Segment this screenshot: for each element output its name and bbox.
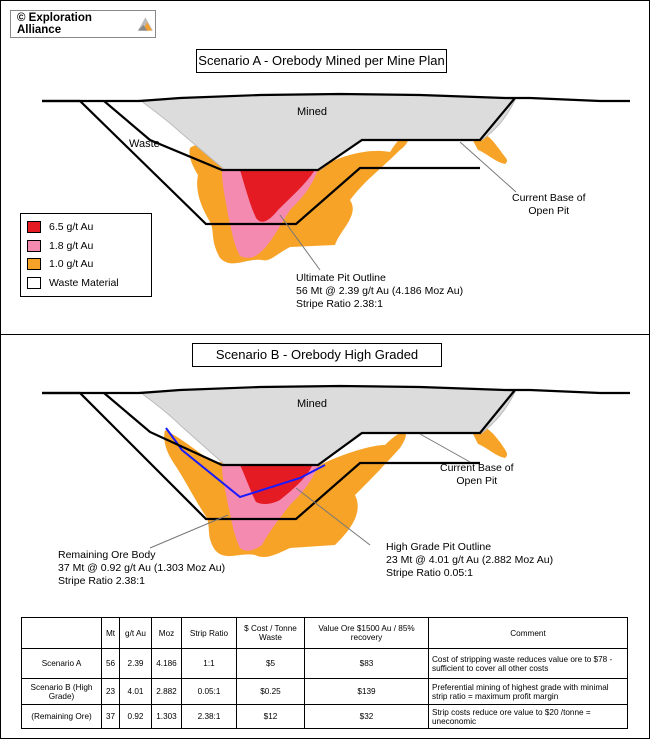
- legend-swatch: [27, 258, 41, 271]
- table-header: [21, 617, 102, 649]
- scenario-b-title: Scenario B - Orebody High Graded: [192, 343, 442, 367]
- current-pit-surface-a: [42, 92, 630, 103]
- table-header: Strip Ratio: [181, 617, 237, 649]
- legend-swatch: [27, 239, 41, 252]
- current-pit-surface-b: [42, 384, 630, 395]
- section-divider: [0, 334, 650, 335]
- table-header: $ Cost / Tonne Waste: [236, 617, 305, 649]
- waste-label-a: Waste: [129, 138, 160, 150]
- table-header: Mt: [101, 617, 120, 649]
- mined-label-b: Mined: [297, 398, 327, 410]
- pit-outline-label-a: Ultimate Pit Outline 56 Mt @ 2.39 g/t Au…: [296, 272, 464, 310]
- legend-swatch: [27, 276, 41, 289]
- table-header: g/t Au: [119, 617, 152, 649]
- legend-item: Waste Material: [27, 274, 145, 293]
- high-grade-pit-outline-b: [165, 427, 326, 499]
- legend-item: 1.8 g/t Au: [27, 237, 145, 256]
- high-grade-label-b: High Grade Pit Outline 23 Mt @ 4.01 g/t …: [386, 541, 554, 579]
- legend-item: 1.0 g/t Au: [27, 255, 145, 274]
- table-header: Value Ore $1500 Au / 85% recovery: [304, 617, 429, 649]
- ore-high-grade-b: [240, 465, 312, 505]
- legend-swatch: [27, 221, 41, 234]
- mined-label-a: Mined: [297, 106, 327, 118]
- scenario-a-title: Scenario A - Orebody Mined per Mine Plan: [196, 49, 447, 73]
- table-header: Moz: [151, 617, 182, 649]
- remaining-ore-label-b: Remaining Ore Body 37 Mt @ 0.92 g/t Au (…: [58, 549, 226, 587]
- ore-high-grade-a: [240, 170, 315, 222]
- current-base-line-b: [103, 389, 516, 467]
- summary-table: Mt g/t Au Moz Strip Ratio $ Cost / Tonne…: [21, 617, 628, 729]
- legend: 6.5 g/t Au 1.8 g/t Au 1.0 g/t Au Waste M…: [20, 213, 152, 297]
- table-header: Comment: [428, 617, 628, 649]
- logo-text: © Exploration Alliance: [17, 12, 92, 36]
- current-base-label-a: Current Base of Open Pit: [512, 192, 586, 217]
- logo-mark-icon: [138, 17, 154, 31]
- table-header-row: Mt g/t Au Moz Strip Ratio $ Cost / Tonne…: [21, 617, 628, 649]
- legend-item: 6.5 g/t Au: [27, 218, 145, 237]
- current-base-label-b: Current Base of Open Pit: [440, 462, 514, 487]
- logo: © Exploration Alliance: [10, 10, 156, 38]
- current-base-line-a: [103, 97, 516, 172]
